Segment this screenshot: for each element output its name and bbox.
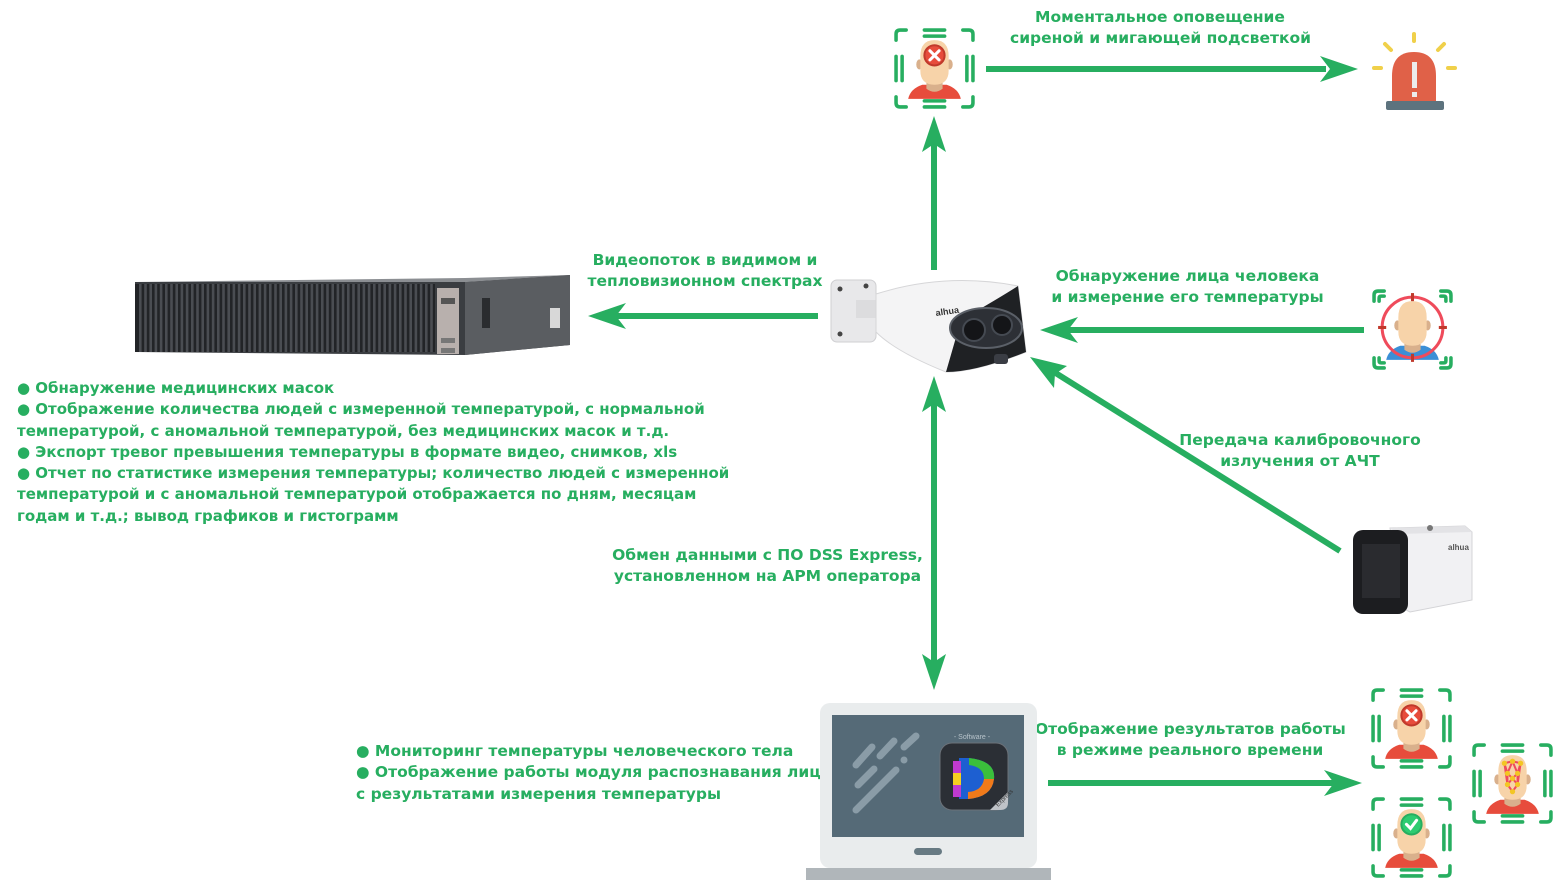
- nvr-feature-item: ● Экспорт тревог превышения температуры …: [17, 442, 678, 461]
- label-face-detection: Обнаружение лица человека и измерение ег…: [1045, 266, 1330, 308]
- nvr-feature-item: ● Обнаружение медицинских масок: [17, 379, 335, 397]
- person-fever-x-icon: [894, 28, 975, 109]
- alert-person-fever-icon: [892, 26, 977, 115]
- siren-alarm-icon: [1372, 32, 1457, 110]
- arrow-laptop-to-results: [1048, 770, 1362, 796]
- software-feature-item: с результатами измерения температуры: [356, 784, 721, 803]
- arrow-camera-to-nvr: [588, 303, 818, 329]
- software-feature-item: ● Отображение работы модуля распознавани…: [356, 763, 821, 782]
- thermal-camera-icon: alhua: [830, 279, 1027, 373]
- person-ok-check-icon: [1371, 797, 1452, 878]
- label-calibration: Передача калибровочного излучения от АЧТ: [1175, 430, 1425, 472]
- label-dss-line2: установленном на АРМ оператора: [613, 567, 922, 585]
- label-face-line1: Обнаружение лица человека: [1055, 267, 1320, 285]
- nvr-feature-item: температурой, с аномальной температурой,…: [17, 421, 670, 440]
- label-video-line1: Видеопоток в видимом и: [592, 251, 818, 269]
- arrow-camera-laptop-exchange: [922, 376, 946, 690]
- label-alert: Моментальное оповещение сиреной и мигающ…: [1010, 7, 1311, 49]
- nvr-feature-item: ● Отчет по статистике измерения температ…: [17, 464, 730, 483]
- nvr-feature-item: ● Отображение количества людей с измерен…: [17, 400, 705, 419]
- nvr-feature-item: годам и т.д.; вывод графиков и гистограм…: [17, 506, 399, 525]
- label-dss-exchange: Обмен данными с ПО DSS Express, установл…: [605, 545, 930, 587]
- camera-brand: alhua: [935, 305, 961, 318]
- label-video-line2: тепловизионном спектрах: [587, 272, 823, 290]
- face-target-icon: [1370, 287, 1455, 376]
- face-mesh-recognition-icon: [1470, 741, 1555, 830]
- blackbody-calibrator-icon: alhua: [1353, 525, 1473, 614]
- blackbody-brand: alhua: [1448, 543, 1469, 552]
- software-feature-item: ● Мониторинг температуры человеческого т…: [356, 742, 794, 760]
- nvr-feature-list: ● Обнаружение медицинских масок ● Отобра…: [17, 378, 729, 527]
- nvr-recorder-icon: [135, 275, 570, 355]
- label-calib-line1: Передача калибровочного: [1179, 431, 1421, 449]
- label-face-line2: и измерение его температуры: [1051, 288, 1324, 306]
- person-fever-x-icon: [1371, 688, 1452, 769]
- label-realtime-line2: в режиме реального времени: [1056, 741, 1324, 759]
- label-alert-line2: сиреной и мигающей подсветкой: [1010, 29, 1311, 47]
- laptop-dss-express-icon: - Software - Express: [806, 703, 1051, 880]
- software-caption: - Software -: [954, 734, 991, 741]
- label-alert-line1: Моментальное оповещение: [1035, 8, 1285, 26]
- label-video-stream: Видеопоток в видимом и тепловизионном сп…: [580, 250, 830, 292]
- label-realtime-display: Отображение результатов работы в режиме …: [1035, 719, 1346, 761]
- face-target-crosshair-icon: [1372, 289, 1453, 370]
- label-dss-line1: Обмен данными с ПО DSS Express,: [612, 546, 923, 564]
- result-person-ok-icon: [1369, 795, 1454, 884]
- arrow-blackbody-to-camera: [1030, 357, 1342, 554]
- arrow-alert-to-siren: [986, 56, 1358, 82]
- label-realtime-line1: Отображение результатов работы: [1035, 720, 1346, 738]
- arrow-camera-to-alert: [922, 116, 946, 270]
- result-person-fever-icon: [1369, 686, 1454, 775]
- arrow-face-to-camera: [1040, 317, 1364, 343]
- label-calib-line2: излучения от АЧТ: [1220, 452, 1380, 470]
- nvr-feature-item: температурой и с аномальной температурой…: [17, 485, 697, 504]
- face-mesh-icon: [1472, 743, 1553, 824]
- software-feature-list: ● Мониторинг температуры человеческого т…: [356, 741, 821, 805]
